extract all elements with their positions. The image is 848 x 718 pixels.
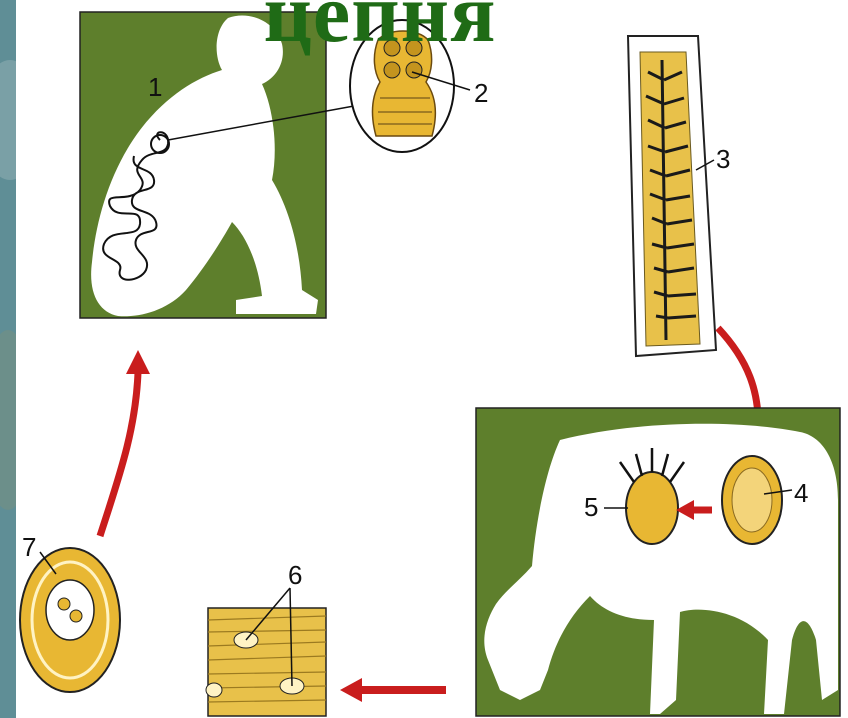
- cow-host-panel: 4 5: [476, 408, 840, 716]
- label-1: 1: [148, 72, 162, 102]
- label-6: 6: [288, 560, 302, 590]
- arrow-to-human: [100, 372, 138, 536]
- label-5: 5: [584, 492, 598, 522]
- label-3: 3: [716, 144, 730, 174]
- cysticercus: 7: [20, 532, 120, 692]
- label-7: 7: [22, 532, 36, 562]
- muscle-with-cysticerci: 6: [206, 560, 326, 716]
- label-2: 2: [474, 78, 488, 108]
- label-4: 4: [794, 478, 808, 508]
- slide-title: цепня: [210, 0, 550, 56]
- proglottid-segment: 3: [628, 36, 730, 356]
